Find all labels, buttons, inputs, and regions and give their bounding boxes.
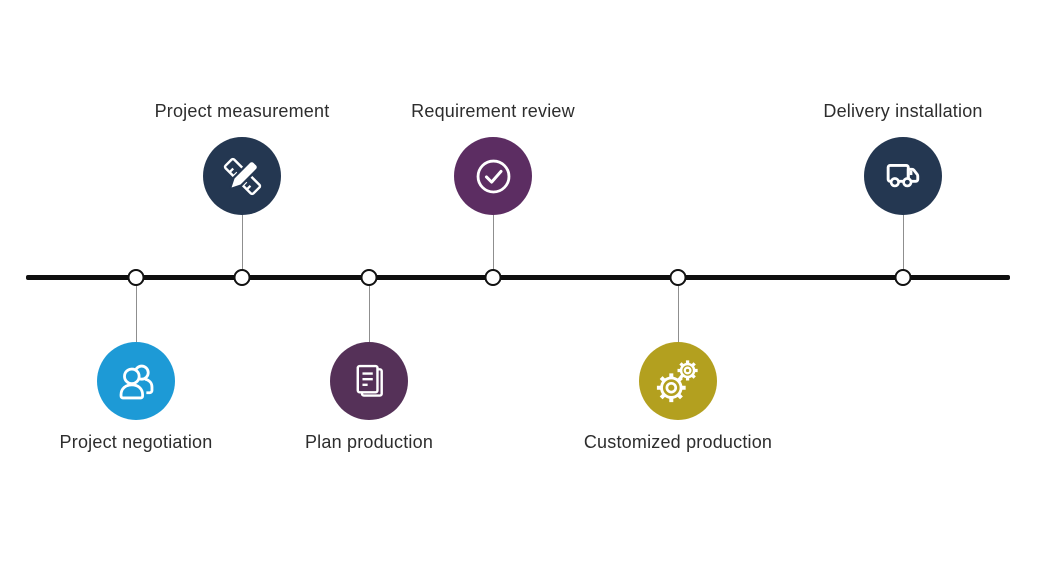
- step-circle: [454, 137, 532, 215]
- connector-line: [241, 212, 243, 270]
- people-icon: [119, 364, 153, 399]
- timeline-node: [127, 269, 145, 286]
- step-label: Project negotiation: [59, 432, 213, 452]
- connector-line: [677, 285, 679, 344]
- step-circle: [97, 342, 175, 420]
- connector-line: [135, 285, 137, 344]
- check-circle-icon: [476, 159, 510, 193]
- timeline-node: [484, 269, 502, 286]
- timeline-node: [894, 269, 912, 286]
- timeline-node: [669, 269, 687, 286]
- step-label: Delivery installation: [823, 101, 983, 121]
- step-circle: [203, 137, 281, 215]
- timeline-node: [360, 269, 378, 286]
- step-label: Customized production: [583, 432, 773, 452]
- connector-line: [492, 212, 494, 270]
- step-circle: [864, 137, 942, 215]
- step-label: Requirement review: [411, 101, 575, 121]
- step-circle: [330, 342, 408, 420]
- timeline-node: [233, 269, 251, 286]
- connector-line: [368, 285, 370, 344]
- step-label: Project measurement: [154, 101, 330, 121]
- step-label: Plan production: [304, 432, 434, 452]
- document-icon: [356, 364, 383, 397]
- step-circle: [639, 342, 717, 420]
- ruler-pencil-icon: [223, 157, 261, 195]
- connector-line: [902, 212, 904, 270]
- truck-icon: [886, 164, 920, 188]
- gears-icon: [656, 360, 698, 403]
- timeline-line: [26, 275, 1010, 280]
